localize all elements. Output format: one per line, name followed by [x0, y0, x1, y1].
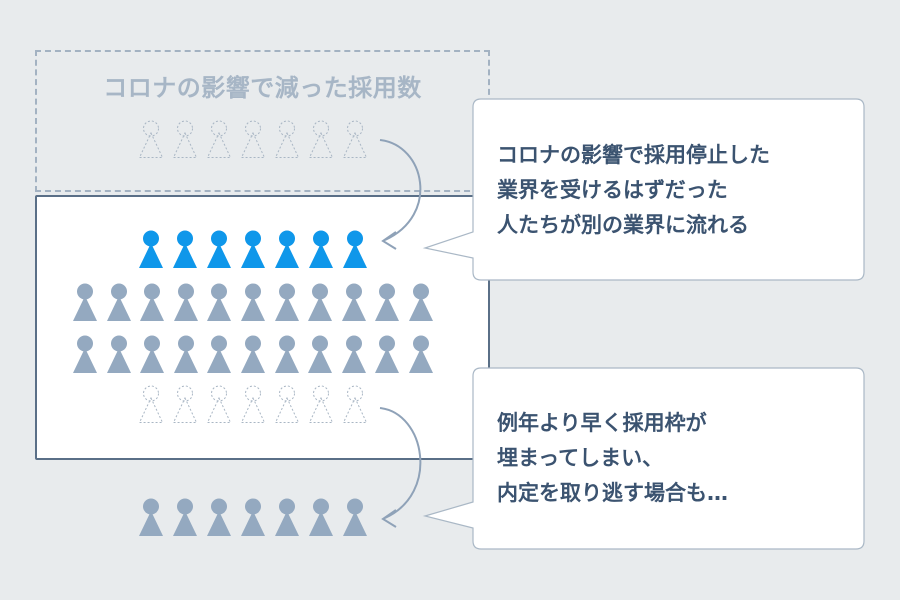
callout-line: 人たちが別の業界に流れる [497, 213, 749, 237]
person-icon [106, 283, 131, 321]
callout-line: 例年より早く採用枠が [497, 411, 707, 435]
person-icon [309, 230, 333, 268]
person-icon [275, 230, 299, 268]
hiring-pool-box [35, 195, 490, 460]
person-icon [343, 498, 367, 536]
person-icon [274, 335, 299, 373]
person-icon [207, 230, 231, 268]
person-icon [173, 498, 197, 536]
person-icon [375, 283, 400, 321]
empty-person-icon [139, 385, 163, 423]
person-icon [343, 230, 367, 268]
person-icon [139, 498, 163, 536]
callout-bubble-2 [422, 367, 865, 550]
callout-text-1: コロナの影響で採用停止した 業界を受けるはずだった 人たちが別の業界に流れる [497, 138, 770, 243]
callout-bubble-1 [422, 98, 865, 281]
person-icon [207, 283, 232, 321]
person-icon [341, 335, 366, 373]
person-icon [207, 498, 231, 536]
empty-person-icon [241, 120, 265, 158]
arrow-inflow [379, 139, 422, 250]
person-icon [207, 335, 232, 373]
empty-person-icon [207, 385, 231, 423]
lost-hires-row [139, 120, 367, 158]
person-icon [140, 283, 165, 321]
empty-person-icon [309, 120, 333, 158]
displaced-slots-row [139, 385, 367, 423]
callout-line: コロナの影響で採用停止した [497, 143, 770, 167]
person-icon [173, 335, 198, 373]
empty-person-icon [173, 385, 197, 423]
callout-line: 埋まってしまい、 [497, 446, 664, 470]
person-icon [241, 498, 265, 536]
empty-person-icon [241, 385, 265, 423]
missed-offers-row [139, 498, 367, 536]
person-icon [73, 283, 97, 321]
empty-person-icon [343, 385, 367, 423]
empty-person-icon [173, 120, 197, 158]
person-icon [173, 230, 197, 268]
empty-person-icon [343, 120, 367, 158]
empty-person-icon [139, 120, 163, 158]
callout-text-2: 例年より早く採用枠が 埋まってしまい、 内定を取り逃す場合も… [497, 406, 728, 511]
person-icon [139, 230, 163, 268]
person-icon [140, 335, 165, 373]
empty-person-icon [207, 120, 231, 158]
person-icon [73, 335, 97, 373]
person-icon [308, 283, 333, 321]
empty-person-icon [275, 120, 299, 158]
person-icon [275, 498, 299, 536]
person-icon [408, 283, 433, 321]
callout-line: 内定を取り逃す場合も… [497, 481, 728, 505]
person-icon [240, 283, 265, 321]
applicants-row-1 [73, 283, 433, 321]
person-icon [308, 335, 333, 373]
person-icon [408, 335, 433, 373]
applicants-row-2 [73, 335, 433, 373]
arrow-outflow [379, 407, 422, 528]
empty-person-icon [309, 385, 333, 423]
person-icon [274, 283, 299, 321]
empty-person-icon [275, 385, 299, 423]
person-icon [240, 335, 265, 373]
person-icon [106, 335, 131, 373]
person-icon [309, 498, 333, 536]
person-icon [341, 283, 366, 321]
person-icon [241, 230, 265, 268]
inflow-row [139, 230, 367, 268]
person-icon [173, 283, 198, 321]
reduced-hiring-title: コロナの影響で減った採用数 [103, 74, 422, 102]
person-icon [375, 335, 400, 373]
callout-line: 業界を受けるはずだった [497, 178, 728, 202]
